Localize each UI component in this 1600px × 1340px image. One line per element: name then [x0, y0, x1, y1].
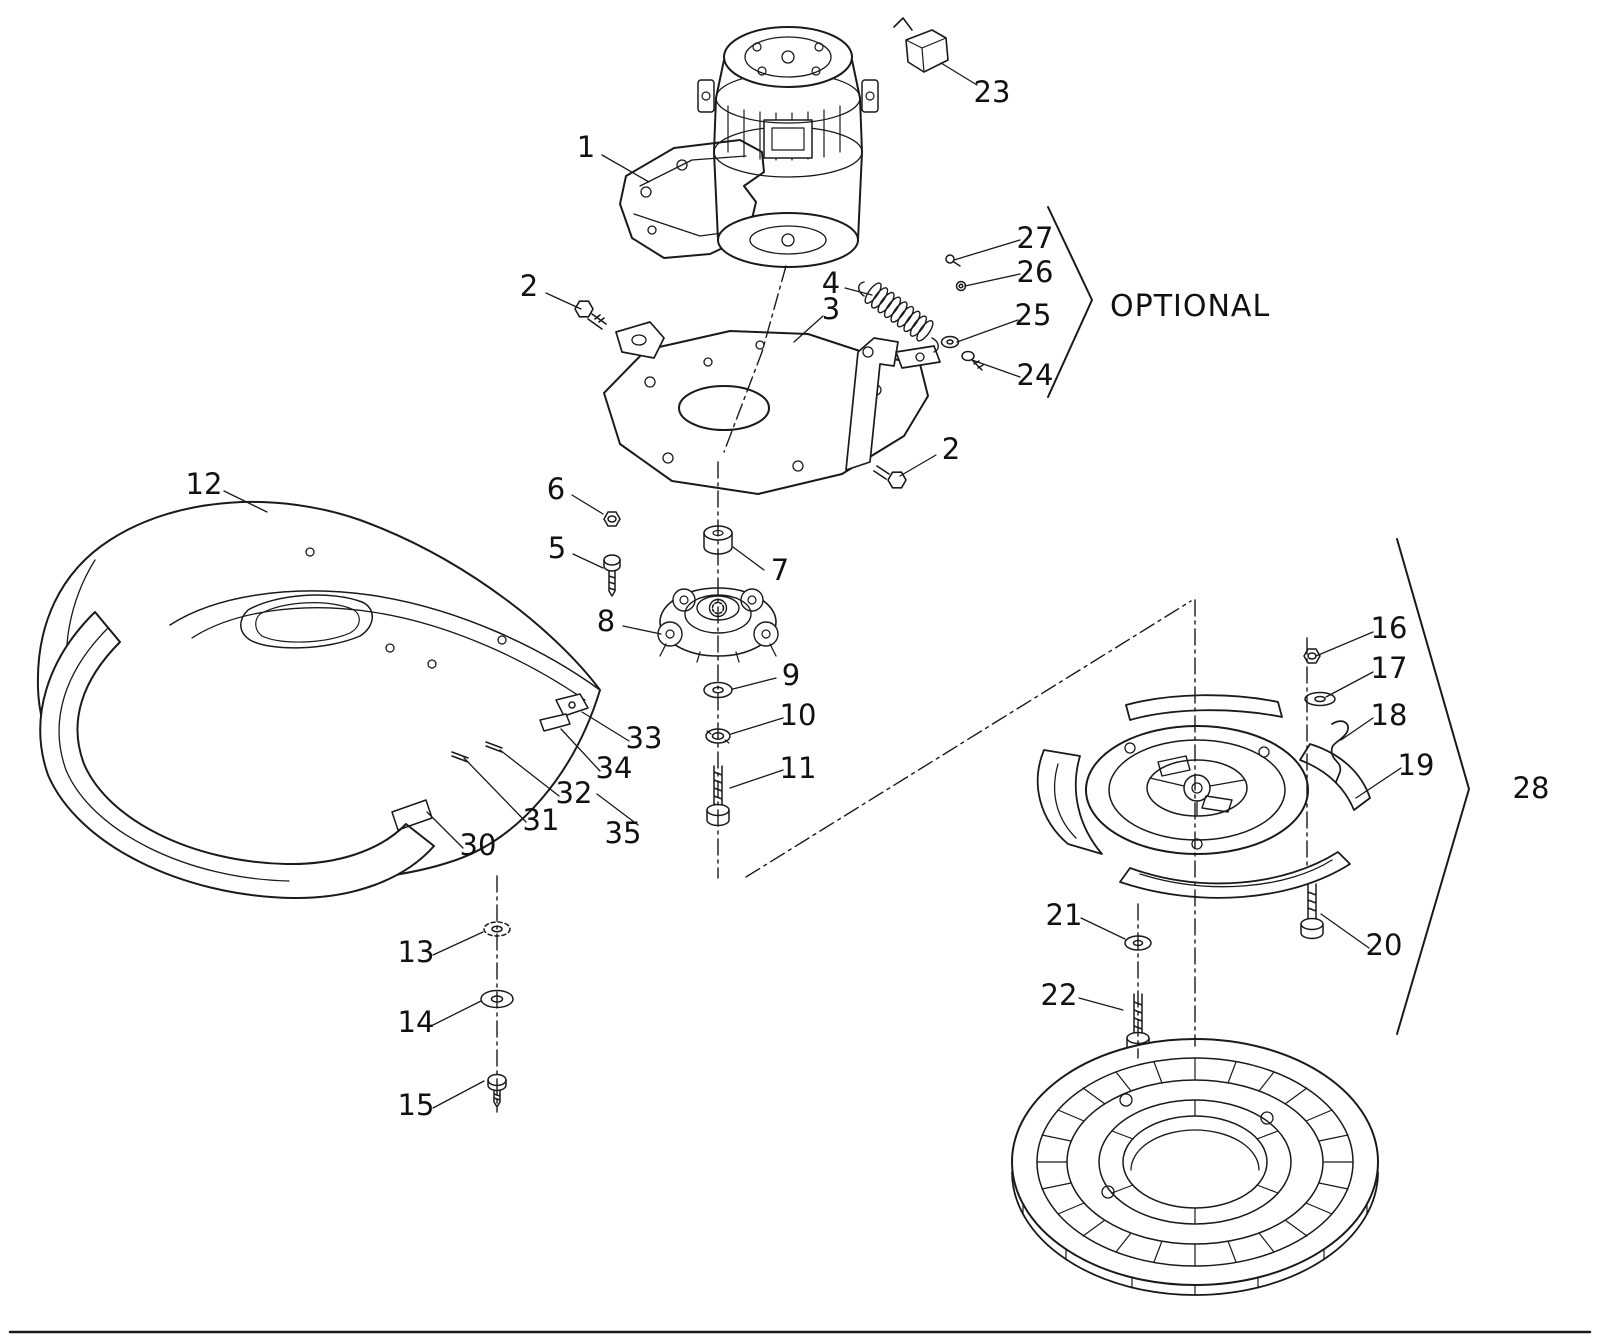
callout-7: 7: [771, 553, 789, 587]
callout-6: 6: [547, 472, 565, 506]
callout-15: 15: [398, 1088, 435, 1122]
group-28-bracket: [1396, 538, 1470, 1035]
pad-disc: [1011, 1038, 1379, 1296]
callout-10: 10: [780, 698, 817, 732]
screw-5: [603, 554, 621, 597]
callout-labels: 1 2 2 3 4 5 6 7 8 9 10 11 12 13 14 15 16…: [186, 75, 1550, 1122]
nut-16: [1303, 648, 1321, 664]
power-connector: [893, 17, 949, 73]
optional-label: OPTIONAL: [1110, 289, 1270, 324]
callout-13: 13: [398, 935, 435, 969]
callout-33: 33: [626, 721, 663, 755]
optional-hardware: [940, 254, 984, 371]
optional-bracket: [1047, 206, 1093, 398]
washer-9: [703, 681, 733, 699]
callout-12: 12: [186, 467, 223, 501]
center-lines: [496, 265, 1308, 1113]
callout-28: 28: [1513, 771, 1550, 805]
callout-35: 35: [605, 816, 642, 850]
callout-1: 1: [577, 130, 595, 164]
callout-11: 11: [780, 751, 817, 785]
nut-6: [603, 511, 621, 527]
callout-5: 5: [548, 531, 566, 565]
callout-16: 16: [1371, 611, 1408, 645]
callout-32: 32: [556, 776, 593, 810]
callout-23: 23: [974, 75, 1011, 109]
retainer-assembly: [1036, 694, 1371, 899]
callout-22: 22: [1041, 978, 1078, 1012]
callout-20: 20: [1366, 928, 1403, 962]
leader-lines: [223, 62, 1402, 1109]
mount-plate: [603, 321, 941, 495]
housing-shroud: [36, 500, 601, 882]
callout-9: 9: [782, 658, 800, 692]
callout-14: 14: [398, 1005, 435, 1039]
callout-25: 25: [1015, 298, 1052, 332]
callout-2b: 2: [942, 432, 960, 466]
callout-17: 17: [1371, 651, 1408, 685]
callout-26: 26: [1017, 255, 1054, 289]
callout-27: 27: [1017, 221, 1054, 255]
callout-3: 3: [822, 292, 840, 326]
callout-4: 4: [822, 266, 840, 300]
callout-2: 2: [520, 269, 538, 303]
callout-21: 21: [1046, 898, 1083, 932]
housing-clips: [451, 693, 589, 763]
bumper-band: [39, 611, 435, 900]
callout-8: 8: [597, 604, 615, 638]
motor-assembly: [697, 26, 879, 268]
callout-24: 24: [1017, 358, 1054, 392]
screw-2-right: [873, 465, 907, 489]
screw-2-left: [574, 300, 607, 330]
callout-18: 18: [1371, 698, 1408, 732]
callout-19: 19: [1398, 748, 1435, 782]
spring-clip-18: [1330, 720, 1349, 783]
tension-spring: [858, 281, 939, 353]
bolt-20: [1300, 883, 1324, 940]
callout-30: 30: [460, 828, 497, 862]
callout-34: 34: [596, 751, 633, 785]
callout-31: 31: [523, 803, 560, 837]
